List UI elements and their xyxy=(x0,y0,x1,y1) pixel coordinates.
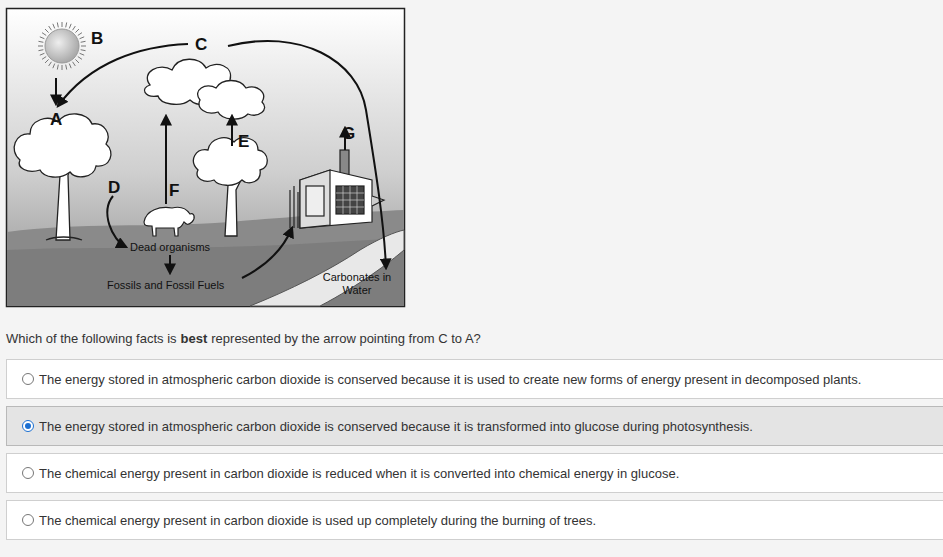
answer-option: The chemical energy present in carbon di… xyxy=(6,453,943,493)
option-text: The energy stored in atmospheric carbon … xyxy=(39,372,861,387)
option-text: The chemical energy present in carbon di… xyxy=(39,513,596,528)
callout-letter: D xyxy=(108,178,120,198)
radio-button xyxy=(22,373,34,385)
radio-button xyxy=(22,467,34,479)
answer-option: The chemical energy present in carbon di… xyxy=(6,500,943,540)
callout-letter: E xyxy=(238,132,249,152)
callout-letter: G xyxy=(342,124,355,144)
part-label: Dead organisms xyxy=(130,241,210,253)
callout-letter: C xyxy=(195,35,207,55)
callout-letter: F xyxy=(169,181,179,201)
answer-option: The energy stored in atmospheric carbon … xyxy=(6,359,943,399)
part-label: Fossils and Fossil Fuels xyxy=(107,279,224,291)
option-text: The chemical energy present in carbon di… xyxy=(39,466,679,481)
callout-letter: A xyxy=(50,110,62,130)
answer-option: The energy stored in atmospheric carbon … xyxy=(6,406,943,446)
part-label: Carbonates in Water xyxy=(322,271,392,297)
question-text: represented by the arrow pointing from C… xyxy=(211,331,481,346)
question-text: Which of the following facts is xyxy=(6,331,177,346)
radio-button xyxy=(22,514,34,526)
callout-letter: B xyxy=(91,29,103,49)
question-text: best xyxy=(181,331,208,346)
radio-button xyxy=(22,420,34,432)
option-text: The energy stored in atmospheric carbon … xyxy=(39,419,753,434)
